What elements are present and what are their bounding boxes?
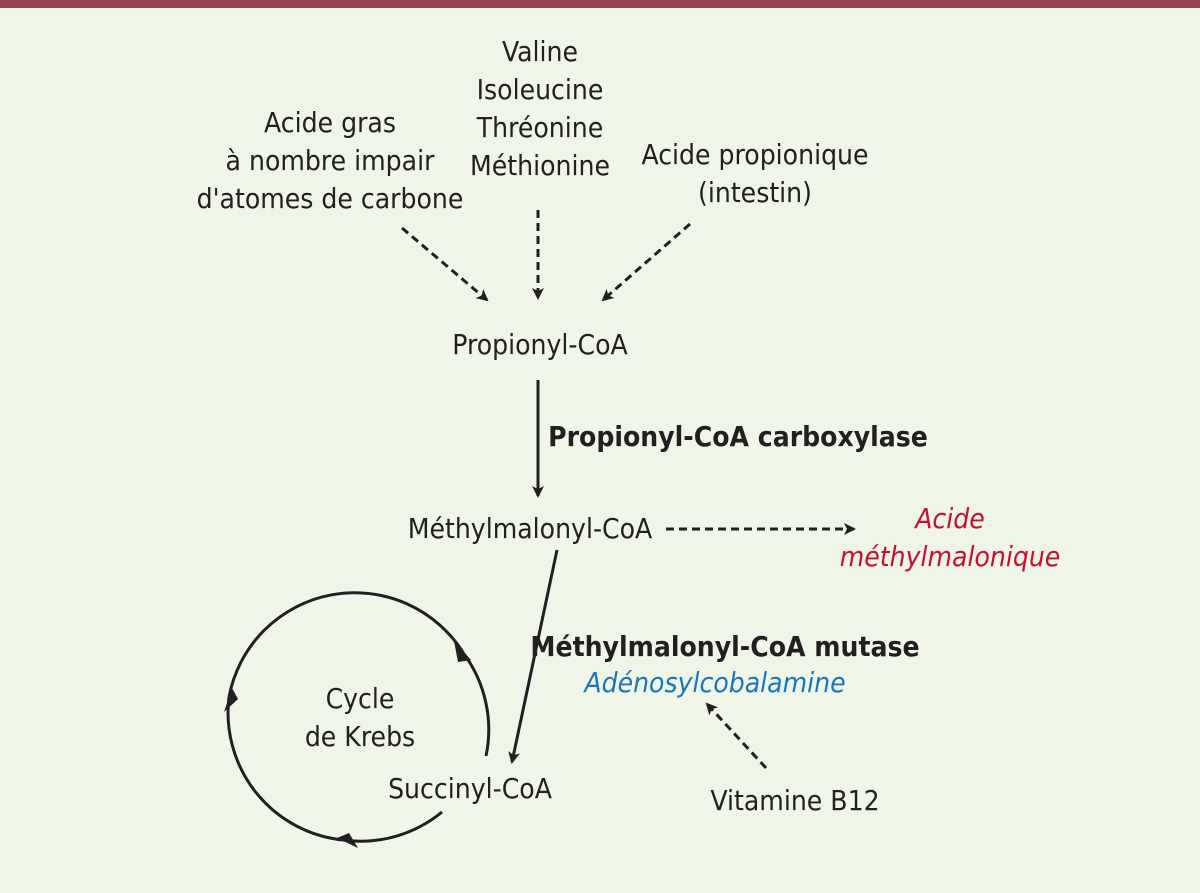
cycle-arrow-icon: [226, 696, 344, 842]
methylmalonyl-coa-node: Méthylmalonyl-CoA: [407, 512, 653, 545]
solid-arrow-icon: [508, 549, 559, 764]
propionyl-coa-carboxylase-label: Propionyl-CoA carboxylase: [548, 420, 928, 453]
dashed-arrow-icon: [705, 702, 768, 770]
propionyl-coa-node: Propionyl-CoA: [452, 328, 628, 361]
top-accent-bar: [0, 0, 1200, 8]
propionic-acid-line-1: Acide propionique: [641, 138, 869, 171]
vitamin-b12-label: Vitamine B12: [710, 784, 880, 817]
dashed-arrow-icon: [601, 222, 691, 302]
cycle-arrowhead-icon: [454, 641, 471, 662]
methylmalonyl-coa-mutase-label: Méthylmalonyl-CoA mutase: [530, 630, 920, 663]
cycle-arrowhead-icon: [337, 833, 358, 848]
dashed-arrow-icon: [401, 226, 489, 302]
cycle-arrowhead-icon: [224, 688, 238, 712]
propionic-acid-label: Acide propionique (intestin): [620, 136, 890, 212]
krebs-cycle-label: Cycle de Krebs: [270, 680, 450, 756]
amino-acid-isoleucine: Isoleucine: [476, 73, 604, 106]
amino-acid-threonine: Thréonine: [476, 111, 604, 144]
cycle-arrow-icon: [342, 810, 443, 843]
fatty-acid-label: Acide gras à nombre impair d'atomes de c…: [180, 104, 480, 218]
methylmalonic-acid-line-1: Acide: [915, 502, 985, 535]
amino-acid-methionine: Méthionine: [470, 149, 610, 182]
succinyl-coa-node: Succinyl-CoA: [388, 772, 552, 805]
krebs-line-2: de Krebs: [304, 720, 416, 753]
propionic-acid-line-2: (intestin): [698, 176, 812, 209]
fatty-acid-line-3: d'atomes de carbone: [196, 182, 464, 215]
methylmalonic-acid-line-2: méthylmalonique: [839, 540, 1061, 573]
fatty-acid-line-1: Acide gras: [264, 106, 396, 139]
cycle-arrow-icon: [227, 591, 466, 698]
cycle-arrow-icon: [462, 653, 491, 757]
methylmalonic-acid-label: Acide méthylmalonique: [780, 500, 1120, 576]
krebs-line-1: Cycle: [325, 682, 395, 715]
adenosylcobalamine-label: Adénosylcobalamine: [584, 666, 846, 699]
fatty-acid-line-2: à nombre impair: [225, 144, 435, 177]
amino-acid-valine: Valine: [502, 35, 578, 68]
amino-acids-label: Valine Isoleucine Thréonine Méthionine: [440, 33, 640, 185]
